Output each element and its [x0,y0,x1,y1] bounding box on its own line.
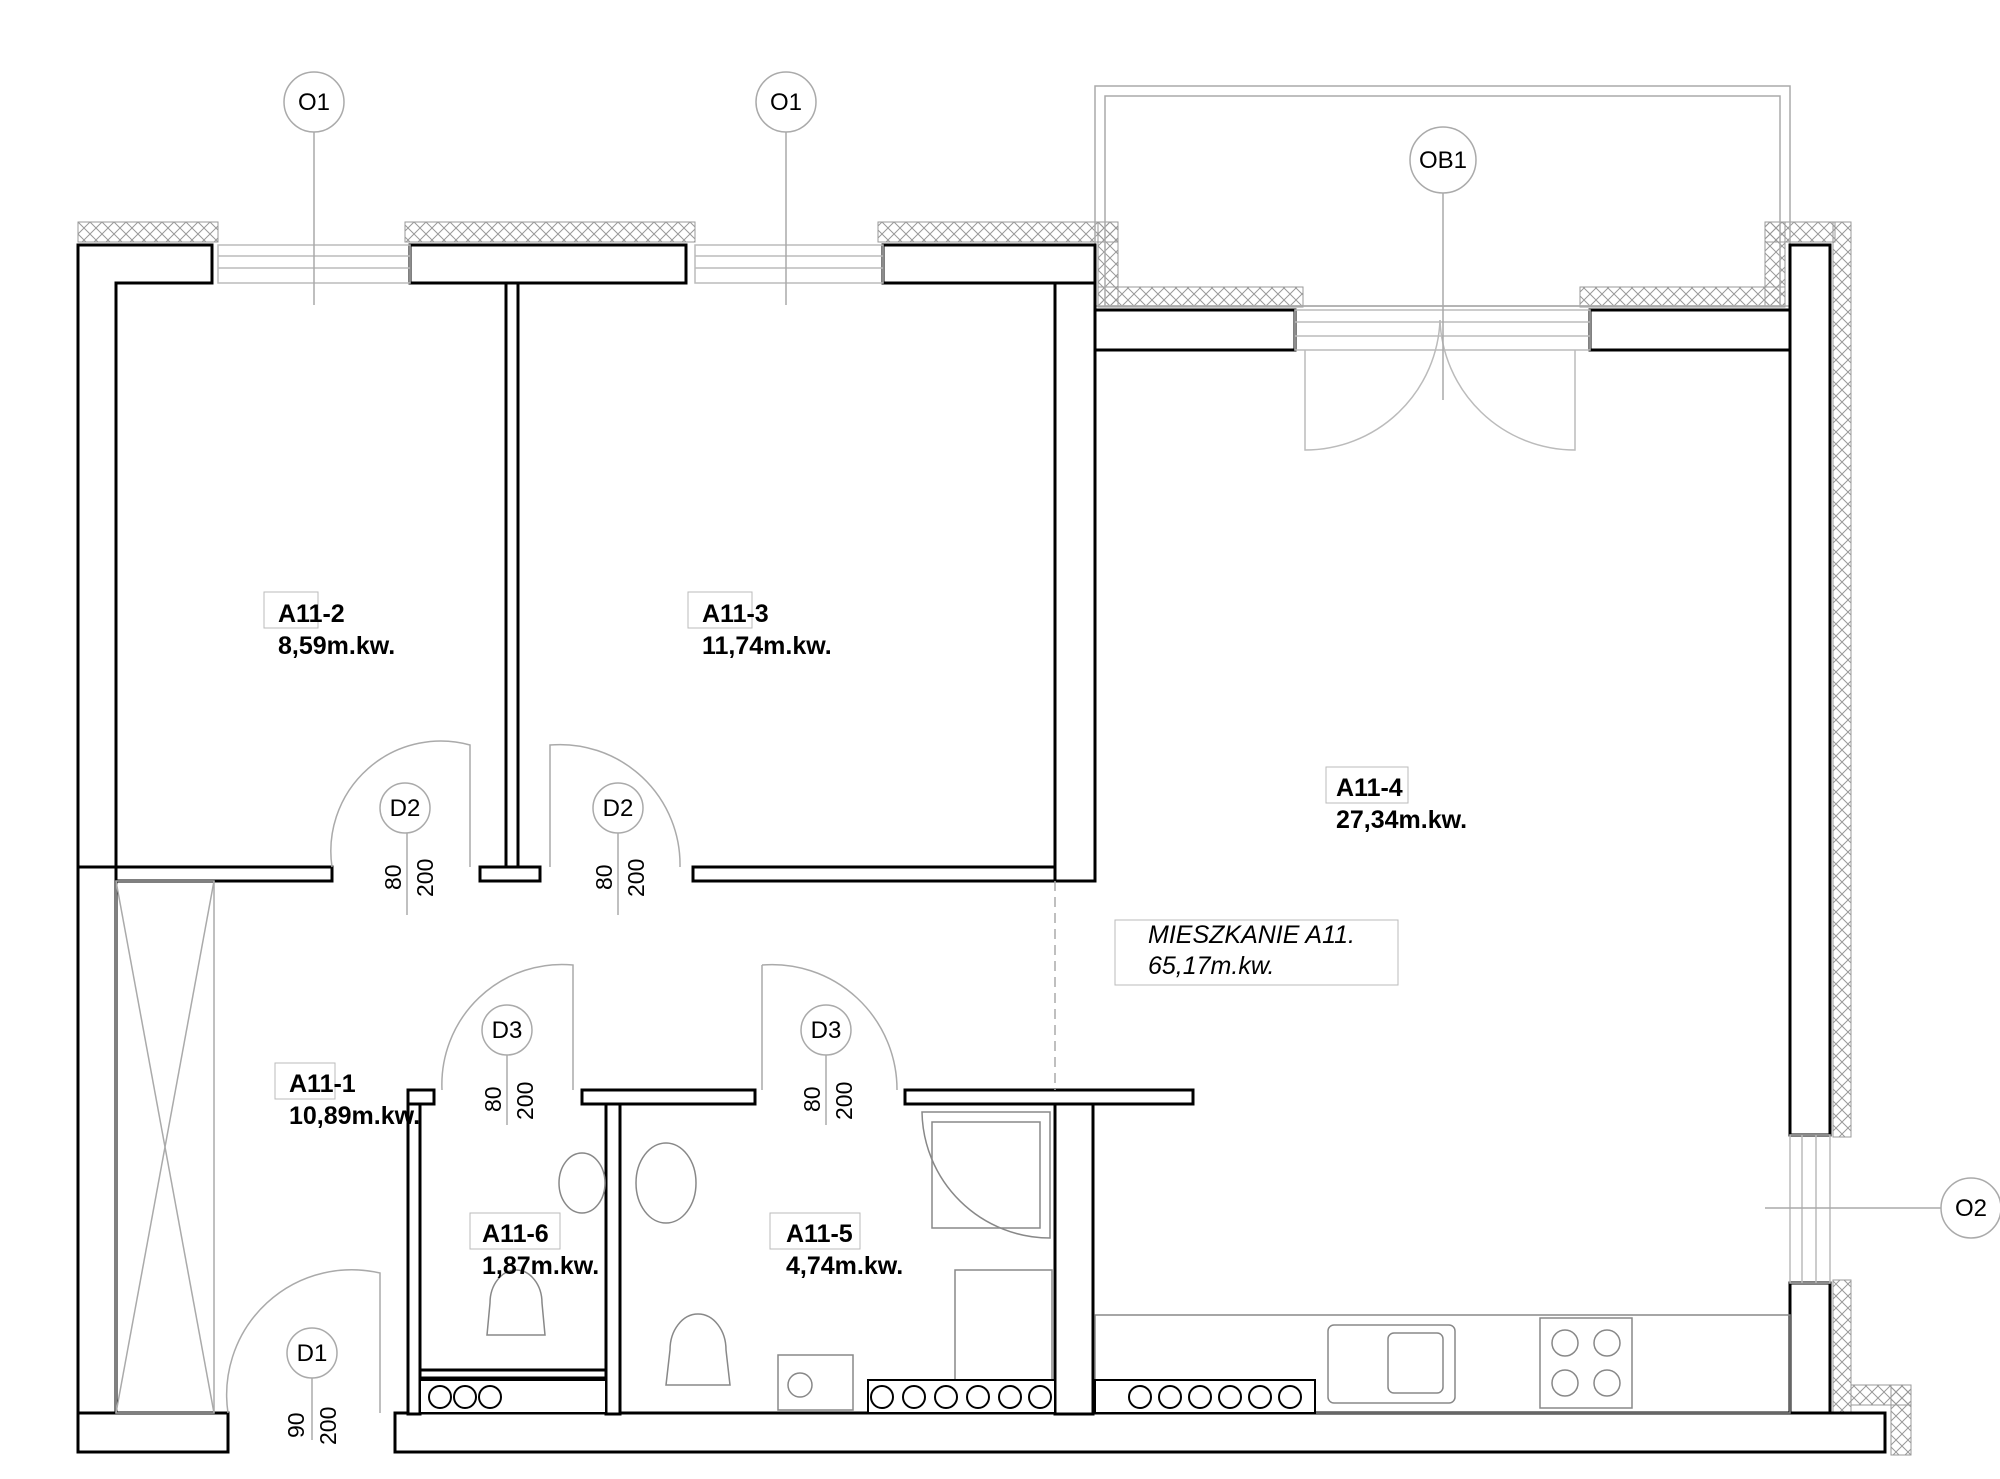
bath-sink [635,1142,697,1224]
tag-circle-d1 [286,1327,338,1379]
door-tags: D2 80 200 D2 80 200 D3 80 200 D3 80 200 … [283,795,857,1445]
boiler [777,1354,854,1411]
window-tags: O1 O1 OB1 O2 [298,89,1987,1222]
wall-wc-bath [604,1102,622,1416]
room-id-a11-5: A11-5 [786,1220,853,1248]
shower [921,1111,1051,1239]
wall-north-west [76,243,214,869]
door-tag-d2-a: D2 [390,795,421,822]
tag-circle-o1-a [283,71,345,133]
wall-bed2-living [1053,281,1097,883]
room-area-a11-2: 8,59m.kw. [278,632,395,660]
wall-wc-shaft [418,1368,608,1380]
insulation [77,221,1912,1456]
tag-circle-d2-a [379,782,431,834]
windows [217,244,1831,1284]
wall-bath-right [1053,1102,1095,1416]
tag-circle-o2 [1940,1177,2000,1239]
wall-wc-left [406,1102,422,1416]
label-boxes [263,591,1409,1250]
wall-bed2-south [691,865,1057,883]
door-height-d1: 200 [315,1407,341,1445]
door-width-d1: 90 [283,1412,309,1438]
kitchen-counter [1094,1314,1791,1414]
door-width-d2-b: 80 [591,864,617,890]
room-area-a11-4: 27,34m.kw. [1336,806,1467,834]
wall-bath-top [903,1088,1195,1106]
window-tag-ob1: OB1 [1419,147,1467,174]
bath-toilet [665,1313,731,1386]
wall-east [1788,243,1832,1137]
fixtures [486,1111,1791,1414]
wall-wc-top-b [580,1088,757,1106]
wc-toilet [486,1269,546,1336]
room-id-a11-3: A11-3 [702,600,769,628]
wall-east-lower [1788,1281,1832,1420]
kitchen-sink [1327,1324,1456,1404]
room-id-a11-2: A11-2 [278,600,345,628]
door-tag-d3-a: D3 [492,1017,523,1044]
wall-bed1-bed2 [504,281,520,877]
window-tag-o1-b: O1 [770,89,802,116]
cooktop [1539,1317,1633,1409]
tag-circle-d3-a [481,1004,533,1056]
wall-balcony-seg-left [1093,308,1297,352]
door-height-d2-a: 200 [412,859,438,897]
door-width-d2-a: 80 [380,864,406,890]
apartment-name: MIESZKANIE A11. [1148,921,1355,949]
wall-bed1-south-b [478,865,542,883]
room-area-a11-5: 4,74m.kw. [786,1252,903,1280]
door-width-d3-a: 80 [480,1086,506,1112]
room-area-a11-3: 11,74m.kw. [702,632,832,660]
door-height-d3-a: 200 [512,1082,538,1120]
window-tag-o1-a: O1 [298,89,330,116]
apartment-area: 65,17m.kw. [1148,952,1274,980]
tag-markers [283,71,2000,1440]
wall-bed1-south-a [114,865,334,883]
door-height-d3-b: 200 [831,1082,857,1120]
door-width-d3-b: 80 [799,1086,825,1112]
tag-circle-d2-b [592,782,644,834]
wall-north-mid-2 [881,243,1097,285]
door-tag-d1: D1 [297,1340,328,1367]
room-id-a11-4: A11-4 [1336,774,1403,802]
wall-balcony-seg-right [1588,308,1792,352]
tag-circle-d3-b [800,1004,852,1056]
wall-south-left [76,1411,230,1454]
wall-north-mid-1 [408,243,688,285]
room-id-a11-6: A11-6 [482,1220,549,1248]
walls [76,243,1887,1454]
tag-circle-o1-b [755,71,817,133]
ventilation-shafts [419,1379,1316,1414]
window-tag-o2: O2 [1955,1195,1987,1222]
room-area-a11-6: 1,87m.kw. [482,1252,599,1280]
tag-circle-ob1 [1409,126,1477,194]
door-swings [115,740,1056,1414]
room-area-a11-1: 10,89m.kw. [289,1102,420,1130]
room-id-a11-1: A11-1 [289,1070,356,1098]
door-tag-d2-b: D2 [603,795,634,822]
wall-west [76,865,118,1420]
wall-south [393,1411,1887,1454]
door-height-d2-b: 200 [623,859,649,897]
wc-sink [558,1152,606,1214]
room-labels: A11-2 8,59m.kw. A11-3 11,74m.kw. A11-4 2… [278,600,1467,1280]
door-tag-d3-b: D3 [811,1017,842,1044]
